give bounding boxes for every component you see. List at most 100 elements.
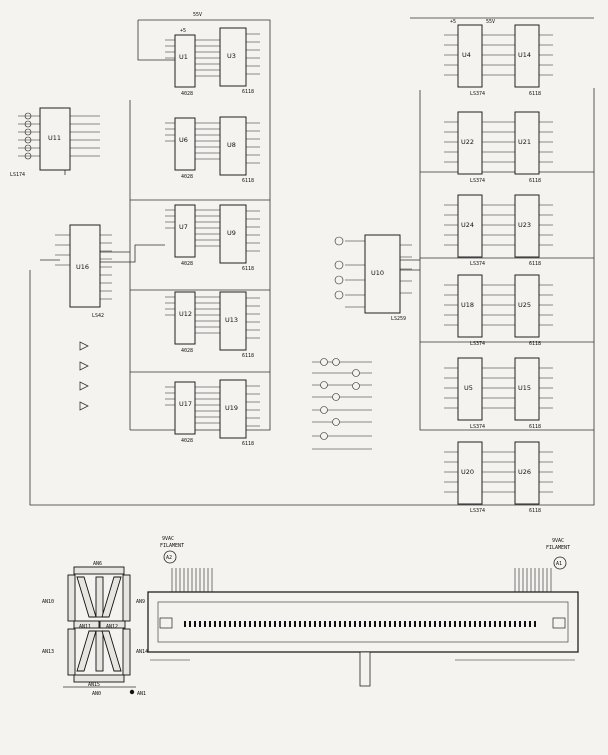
filament-voltage: 9VAC bbox=[162, 536, 174, 542]
latch-chip: U22 LS374 bbox=[457, 111, 485, 184]
supply-label: +5 bbox=[450, 19, 456, 25]
chip-latch: U10 LS259 bbox=[334, 234, 412, 322]
filament-label: FILAMENT bbox=[160, 543, 184, 549]
chip-part: LS374 bbox=[470, 341, 485, 347]
chip-part: LS259 bbox=[391, 316, 406, 322]
chip-ref: U18 bbox=[461, 301, 474, 309]
pin-stubs-right bbox=[444, 34, 553, 493]
chip-ref: U22 bbox=[461, 138, 474, 146]
chip-ref: U7 bbox=[179, 223, 188, 231]
chip-part: 6118 bbox=[529, 261, 541, 267]
inverter-gates bbox=[79, 341, 89, 411]
driver-chip: U9 6118 bbox=[219, 204, 254, 272]
chip-u16: U16 LS42 bbox=[55, 224, 112, 319]
chip-ref: U11 bbox=[48, 134, 61, 142]
chip-ref: U16 bbox=[76, 263, 89, 271]
bus-wires bbox=[29, 17, 595, 506]
driver-chip: U21 6118 bbox=[514, 111, 541, 184]
chip-part: LS374 bbox=[470, 91, 485, 97]
seg-an12: AN12 bbox=[106, 624, 118, 630]
chip-u11: U11 LS174 bbox=[10, 107, 100, 178]
filament-right: 9VAC FILAMENT A1 bbox=[546, 538, 570, 570]
driver-column-left: U3 6118 U8 6118 U9 6118 U13 6118 U19 611… bbox=[219, 27, 254, 447]
chip-part: 6118 bbox=[529, 178, 541, 184]
chip-ref: U10 bbox=[371, 269, 384, 277]
filament-left: 9VAC FILAMENT A2 bbox=[160, 536, 184, 564]
chip-part: 6118 bbox=[242, 441, 254, 447]
chip-part: 6118 bbox=[529, 341, 541, 347]
driver-column-right: U14 6118 U21 6118 U23 6118 U25 6118 U15 … bbox=[514, 24, 541, 514]
chip-part: 6118 bbox=[242, 353, 254, 359]
seg-an1: AN1 bbox=[137, 691, 146, 697]
chip-ref: U19 bbox=[225, 404, 238, 412]
chip-ref: U24 bbox=[461, 221, 474, 229]
chip-part: LS374 bbox=[470, 424, 485, 430]
jumper-list bbox=[312, 358, 372, 450]
supply-label: +5 bbox=[180, 28, 186, 34]
segment-legend: AN6 AN10 AN9 AN11 AN12 AN13 AN14 AN15 AN… bbox=[42, 561, 148, 697]
chip-part: 6118 bbox=[242, 178, 254, 184]
chip-part: 6118 bbox=[529, 91, 541, 97]
driver-chip: U8 6118 bbox=[219, 116, 254, 184]
chip-part: LS374 bbox=[470, 261, 485, 267]
seg-an13: AN13 bbox=[42, 649, 54, 655]
chip-part: 4028 bbox=[181, 438, 193, 444]
latch-column-right: U4 LS374 U22 LS374 U24 LS374 U18 LS374 U… bbox=[457, 24, 485, 514]
chip-part: 4028 bbox=[181, 174, 193, 180]
chip-part: 4028 bbox=[181, 91, 193, 97]
seg-an9: AN9 bbox=[136, 599, 145, 605]
chip-ref: U20 bbox=[461, 468, 474, 476]
driver-chip: U13 6118 bbox=[219, 291, 254, 359]
latch-chip: U18 LS374 bbox=[457, 274, 485, 347]
chip-ref: U12 bbox=[179, 310, 192, 318]
supply-markers: 55V 55V +5 +5 bbox=[180, 12, 495, 34]
supply-label: 55V bbox=[486, 19, 495, 25]
chip-part: 4028 bbox=[181, 348, 193, 354]
chip-ref: U21 bbox=[518, 138, 531, 146]
driver-chip: U14 6118 bbox=[514, 24, 541, 97]
chip-part: 4028 bbox=[181, 261, 193, 267]
pin-stubs-left bbox=[165, 33, 260, 427]
chip-part: LS374 bbox=[470, 508, 485, 514]
chip-ref: U1 bbox=[179, 53, 188, 61]
filament-voltage: 9VAC bbox=[552, 538, 564, 544]
chip-part: 6118 bbox=[529, 508, 541, 514]
chip-ref: U4 bbox=[462, 51, 471, 59]
chip-ref: U8 bbox=[227, 141, 236, 149]
filament-label: FILAMENT bbox=[546, 545, 570, 551]
seg-an11: AN11 bbox=[79, 624, 91, 630]
chip-part: LS174 bbox=[10, 172, 25, 178]
supply-label: 55V bbox=[193, 12, 202, 18]
chip-part: LS42 bbox=[92, 313, 104, 319]
chip-part: 6118 bbox=[242, 89, 254, 95]
driver-chip: U23 6118 bbox=[514, 194, 541, 267]
chip-part: 6118 bbox=[529, 424, 541, 430]
chip-ref: U26 bbox=[518, 468, 531, 476]
chip-ref: U23 bbox=[518, 221, 531, 229]
chip-ref: U3 bbox=[227, 52, 236, 60]
chip-ref: U14 bbox=[518, 51, 531, 59]
latch-chip: U5 LS374 bbox=[457, 357, 485, 430]
driver-chip: U19 6118 bbox=[219, 379, 254, 447]
driver-chip: U26 6118 bbox=[514, 441, 541, 514]
seg-an15: AN15 bbox=[88, 682, 100, 688]
chip-ref: U13 bbox=[225, 316, 238, 324]
chip-ref: U5 bbox=[464, 384, 473, 392]
latch-chip: U24 LS374 bbox=[457, 194, 485, 267]
decoder-chip: U12 4028 bbox=[174, 291, 196, 354]
latch-chip: U20 LS374 bbox=[457, 441, 485, 514]
latch-chip: U4 LS374 bbox=[457, 24, 485, 97]
seg-an0: AN0 bbox=[92, 691, 101, 697]
decoder-chip: U17 4028 bbox=[174, 381, 196, 444]
vfd-display bbox=[147, 568, 579, 687]
decoder-chip: U1 4028 bbox=[174, 34, 196, 97]
chip-ref: U9 bbox=[227, 229, 236, 237]
chip-part: 6118 bbox=[242, 266, 254, 272]
seg-an10: AN10 bbox=[42, 599, 54, 605]
driver-chip: U15 6118 bbox=[514, 357, 541, 430]
filament-node: A1 bbox=[556, 561, 562, 567]
driver-chip: U25 6118 bbox=[514, 274, 541, 347]
seg-an6: AN6 bbox=[93, 561, 102, 567]
seg-an14: AN14 bbox=[136, 649, 148, 655]
